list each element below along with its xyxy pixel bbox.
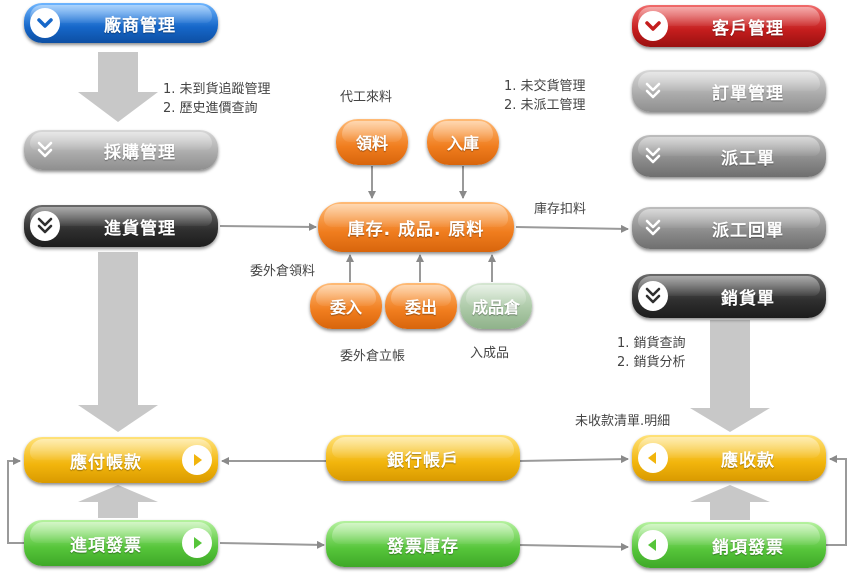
outsource-out-label: 委出 <box>404 298 437 317</box>
stock-in-button[interactable]: 入庫 <box>427 119 499 165</box>
inventory-button[interactable]: 庫存. 成品. 原料 <box>318 202 514 252</box>
outsource-out-button[interactable]: 委出 <box>385 283 457 329</box>
order-mgmt-label: 訂單管理 <box>712 83 784 104</box>
purchase-mgmt-label: 採購管理 <box>104 142 176 163</box>
invoice-stock-label: 發票庫存 <box>387 536 459 557</box>
payable-button[interactable]: 應付帳款 <box>24 437 218 483</box>
customer-mgmt-label: 客戶管理 <box>712 18 784 39</box>
dispatch-label: 派工單 <box>721 148 775 169</box>
uncollected-note: 未收款清單.明細 <box>575 414 671 429</box>
output-invoice-button[interactable]: 銷項發票 <box>632 522 826 568</box>
order-mgmt-button[interactable]: 訂單管理 <box>632 70 826 112</box>
double-chevron-down-icon <box>30 135 60 165</box>
line-inventory-to-dispatch-return <box>515 224 629 233</box>
purchase-mgmt-button[interactable]: 採購管理 <box>24 130 218 170</box>
line-receiving-to-inventory <box>219 222 317 231</box>
bank-account-label: 銀行帳戶 <box>387 450 459 471</box>
order-notes: 1. 未交貨管理 2. 未派工管理 <box>504 77 586 115</box>
invoice-stock-button[interactable]: 發票庫存 <box>326 521 520 567</box>
material-in-button[interactable]: 領料 <box>336 119 408 165</box>
vendor-notes: 1. 未到貨追蹤管理 2. 歷史進價查詢 <box>163 80 271 118</box>
arrow-sales-to-receivable <box>690 320 770 432</box>
inventory-deduct-note: 庫存扣料 <box>534 202 587 217</box>
receivable-label: 應收款 <box>721 450 775 471</box>
receiving-mgmt-label: 進貨管理 <box>104 218 176 239</box>
payable-label: 應付帳款 <box>70 452 142 473</box>
outsource-in-label: 委入 <box>329 298 362 317</box>
chevron-down-icon <box>638 11 668 41</box>
order-note-2: 2. 未派工管理 <box>504 98 586 113</box>
receiving-mgmt-button[interactable]: 進貨管理 <box>24 205 218 247</box>
double-chevron-down-icon <box>638 213 668 243</box>
sales-note-2: 2. 銷貨分析 <box>617 355 686 370</box>
double-chevron-down-icon <box>30 211 60 241</box>
vendor-note-1: 1. 未到貨追蹤管理 <box>163 82 271 97</box>
vendor-note-2: 2. 歷史進價查詢 <box>163 101 258 116</box>
input-invoice-label: 進項發票 <box>70 535 142 556</box>
bank-account-button[interactable]: 銀行帳戶 <box>326 435 520 481</box>
output-invoice-label: 銷項發票 <box>712 537 784 558</box>
play-triangle-left-icon <box>638 443 668 473</box>
stock-in-label: 入庫 <box>446 134 479 153</box>
double-chevron-down-icon <box>638 76 668 106</box>
sales-notes: 1. 銷貨查詢 2. 銷貨分析 <box>617 334 686 372</box>
arrow-output-invoice-to-receivable <box>690 485 770 520</box>
play-triangle-left-icon <box>638 530 668 560</box>
inventory-label: 庫存. 成品. 原料 <box>347 219 485 240</box>
double-chevron-down-icon <box>638 141 668 171</box>
outsource-wh-ledger-note: 委外倉立帳 <box>340 349 406 364</box>
vendor-mgmt-button[interactable]: 廠商管理 <box>24 3 218 43</box>
play-triangle-icon <box>182 528 212 558</box>
sales-note-1: 1. 銷貨查詢 <box>617 336 686 351</box>
dispatch-return-label: 派工回單 <box>712 220 784 241</box>
dispatch-button[interactable]: 派工單 <box>632 135 826 177</box>
double-chevron-down-icon <box>638 281 668 311</box>
line-bank-to-receivable <box>519 455 629 464</box>
play-triangle-icon <box>182 445 212 475</box>
finished-in-note: 入成品 <box>470 346 510 361</box>
outsource-in-button[interactable]: 委入 <box>310 283 382 329</box>
arrow-receiving-to-payable <box>78 252 158 432</box>
customer-mgmt-button[interactable]: 客戶管理 <box>632 5 826 47</box>
arrow-invoice-to-payable <box>78 485 158 518</box>
material-in-label: 領料 <box>355 134 388 153</box>
outsource-wh-material-note: 委外倉領料 <box>250 264 316 279</box>
line-right-loop <box>826 455 847 546</box>
line-left-loop <box>7 457 24 544</box>
receivable-button[interactable]: 應收款 <box>632 435 826 481</box>
sales-slip-button[interactable]: 銷貨單 <box>632 274 826 318</box>
line-invoice-to-stock <box>219 540 325 549</box>
vendor-mgmt-label: 廠商管理 <box>104 15 176 36</box>
double-chevron-down-icon <box>30 8 60 38</box>
order-note-1: 1. 未交貨管理 <box>504 79 586 94</box>
dispatch-return-button[interactable]: 派工回單 <box>632 207 826 249</box>
arrow-vendor-to-purchase <box>78 52 158 122</box>
input-invoice-button[interactable]: 進項發票 <box>24 520 218 566</box>
sales-slip-label: 銷貨單 <box>721 288 775 309</box>
finished-goods-wh-label: 成品倉 <box>471 298 520 317</box>
line-stock-to-output <box>519 542 629 551</box>
outsourced-material-note: 代工來料 <box>340 90 393 105</box>
finished-goods-wh-button[interactable]: 成品倉 <box>460 283 532 329</box>
